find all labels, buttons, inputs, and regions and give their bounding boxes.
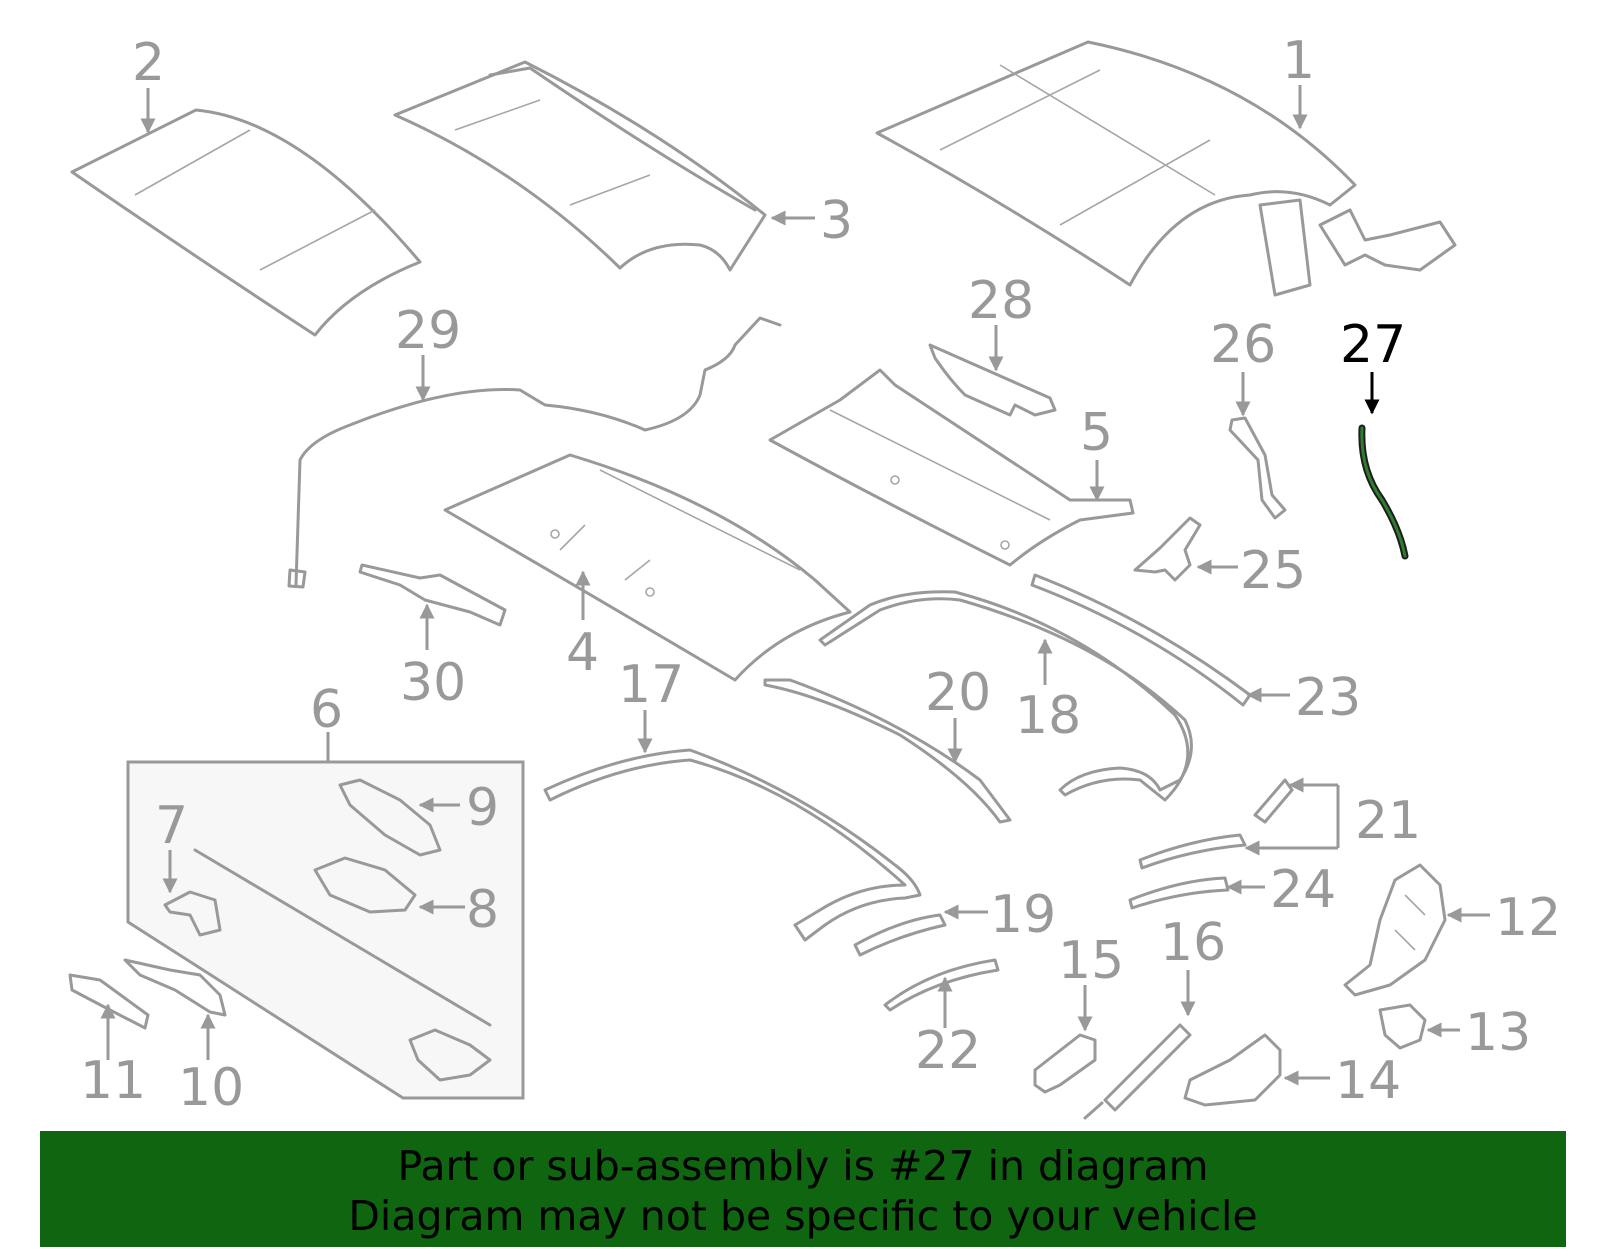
callout-3: 3 [820,191,853,251]
callout-14: 14 [1335,1051,1401,1111]
callout-17: 17 [618,655,684,715]
callout-8: 8 [466,880,499,940]
callout-1: 1 [1282,31,1315,91]
callout-26: 26 [1210,315,1276,375]
callout-5: 5 [1080,403,1113,463]
part-14-bracket [1183,1033,1282,1107]
callout-12: 12 [1495,888,1561,948]
leader-arrows [100,85,1490,1086]
part-22-seal [883,958,1000,1012]
callout-27: 27 [1340,315,1406,375]
part-21-seals [1138,778,1294,870]
callout-15: 15 [1058,931,1124,991]
callout-28: 28 [968,271,1034,331]
part-19-seal [853,913,947,957]
part-25-bracket [1133,516,1202,582]
banner-line-2: Diagram may not be specific to your vehi… [348,1192,1258,1240]
part-29-cable [287,316,782,589]
callout-21: 21 [1355,791,1421,851]
part-26-strip [1228,416,1287,520]
part-13-plate [1378,1003,1427,1050]
callout-2: 2 [132,33,165,93]
callout-23: 23 [1295,668,1361,728]
banner-line-1: Part or sub-assembly is #27 in diagram [397,1142,1209,1190]
part-27-highlighted [1358,424,1409,560]
callout-20: 20 [925,663,991,723]
part-12-hinge [1343,863,1447,997]
callout-7: 7 [155,796,188,856]
callout-24: 24 [1270,860,1336,920]
part-17-seal [543,748,922,942]
part-11-plate [68,973,150,1030]
callout-22: 22 [915,1021,981,1081]
part-18-seal [818,590,1193,802]
callout-30: 30 [400,653,466,713]
callout-18: 18 [1015,686,1081,746]
part-5-panel [768,368,1135,567]
part-24-seal [1128,876,1230,910]
part-16-strut [1083,1023,1192,1120]
callout-19: 19 [990,885,1056,945]
callout-6: 6 [310,680,343,740]
callout-10: 10 [178,1058,244,1118]
part-1-roof-panel [875,40,1457,297]
callout-labels: 1 2 3 4 5 6 7 8 9 10 11 12 13 14 15 16 1… [80,31,1561,1118]
part-20-seal [763,678,1012,824]
callout-9: 9 [466,778,499,838]
callout-29: 29 [395,301,461,361]
part-28-bracket [928,343,1057,417]
info-banner: Part or sub-assembly is #27 in diagram D… [40,1131,1566,1247]
callout-13: 13 [1465,1003,1531,1063]
part-15-bracket [1033,1033,1097,1094]
callout-16: 16 [1160,913,1226,973]
part-10-bracket [123,958,227,1017]
callout-11: 11 [80,1051,146,1111]
callout-25: 25 [1240,541,1306,601]
callout-4: 4 [566,623,599,683]
part-23-strip [1030,573,1252,707]
part-4-headliner [443,453,852,682]
part-30-bracket [358,563,507,627]
part-6-inset [126,760,525,1100]
part-2-roof-panel [70,108,422,337]
part-3-roof-panel [393,60,767,272]
